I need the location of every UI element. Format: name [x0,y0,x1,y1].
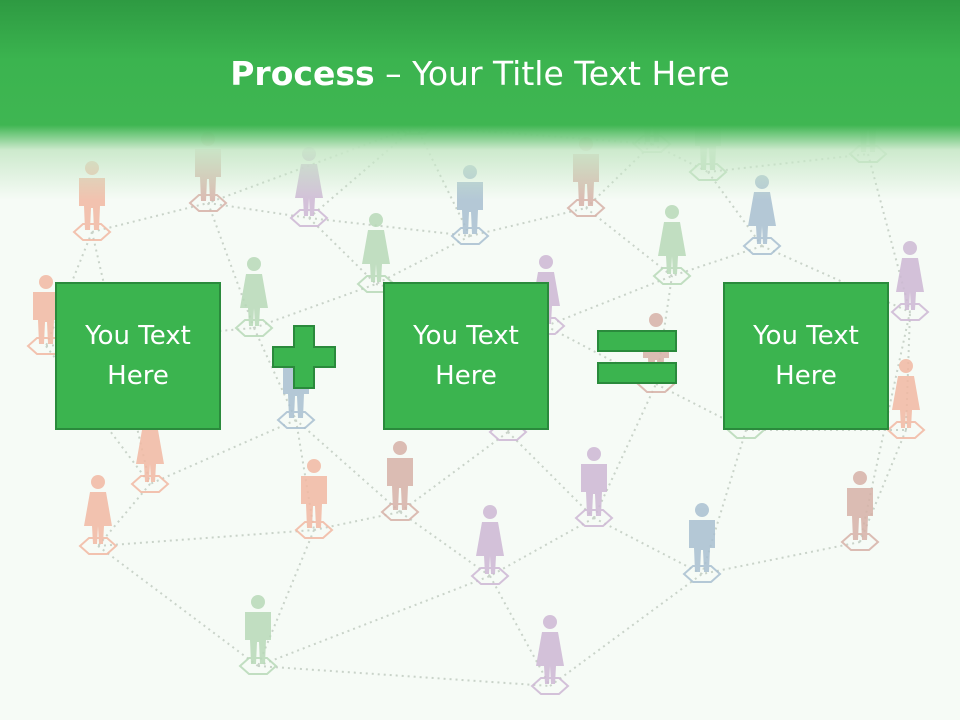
person-icon [470,505,510,585]
network-link [149,419,297,485]
person-icon [886,359,926,439]
network-link [549,573,703,687]
process-box-2[interactable]: You Text Here [383,282,549,430]
network-link [91,202,209,233]
network-link [701,429,747,575]
network-link [701,541,861,575]
slide-title: Process – Your Title Text Here [0,52,960,96]
network-link [375,235,471,285]
process-box-3-text: You Text Here [753,321,859,391]
title-bar [0,0,960,200]
network-link [97,483,151,547]
network-link [469,207,587,237]
person-icon [574,447,614,527]
network-link [545,275,673,327]
network-link [399,431,509,513]
network-link [257,665,551,687]
title-bold: Process [230,54,375,93]
network-link [593,383,657,519]
network-link [207,202,255,329]
network-link [257,529,315,667]
title-rest: – Your Title Text Here [374,54,730,93]
network-link [593,517,703,575]
network-link [489,575,551,687]
network-link [308,217,471,237]
network-link [253,283,377,329]
network-link [257,575,491,667]
network-link [489,517,595,577]
process-box-1[interactable]: You Text Here [55,282,221,430]
person-icon [840,471,880,551]
network-link [507,431,595,519]
process-box-1-text: You Text Here [85,321,191,391]
network-link [97,529,315,547]
plus-icon [272,325,336,389]
equals-icon [597,330,677,384]
person-icon [238,595,278,675]
network-link [207,202,310,219]
network-link [45,345,151,485]
network-link [313,511,401,531]
network-link [671,245,763,277]
network-link [295,419,315,531]
network-link [585,207,673,277]
network-link [308,217,377,285]
process-box-2-text: You Text Here [413,321,519,391]
person-icon [294,459,334,539]
person-icon [652,205,692,285]
person-icon [380,441,420,521]
person-icon [78,475,118,555]
process-box-3[interactable]: You Text Here [723,282,889,430]
network-link [295,419,401,513]
person-icon [234,257,274,337]
network-link [91,231,151,485]
person-icon [26,275,66,355]
person-icon [530,615,570,695]
network-link [859,429,907,543]
network-link [399,511,491,577]
network-link [97,545,259,667]
person-icon [890,241,930,321]
person-icon [682,503,722,583]
